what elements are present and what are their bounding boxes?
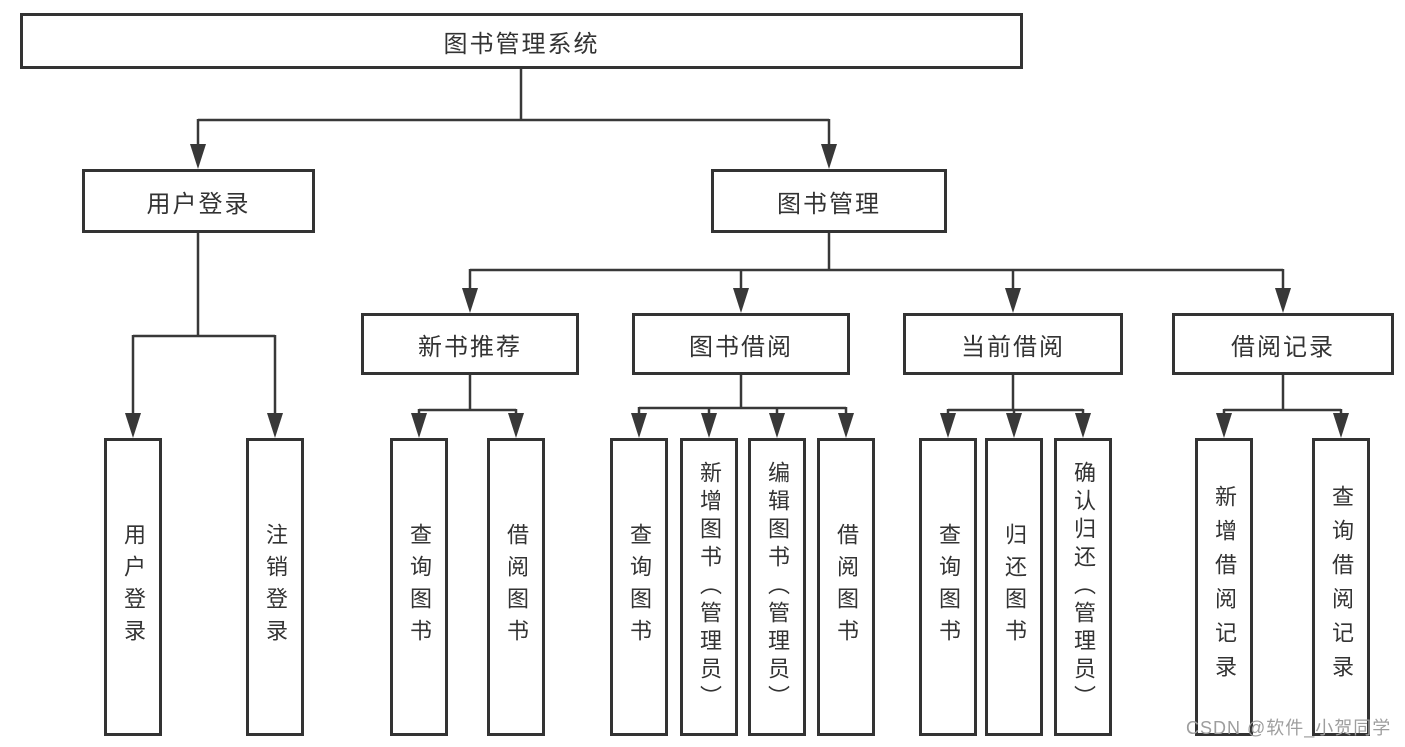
- arrowhead: [1005, 288, 1021, 313]
- arrowhead: [940, 413, 956, 438]
- leaf-borrow-books-2-label: 借阅图书: [834, 523, 859, 651]
- leaf-query-books-3-label: 查询图书: [936, 523, 961, 651]
- arrowhead: [1333, 413, 1349, 438]
- node-user-login-label: 用户登录: [146, 190, 251, 218]
- leaf-confirm-return-admin: 确认归还（管理员）: [1054, 438, 1112, 736]
- connector-book-borrowing-split: [631, 375, 854, 438]
- node-borrowing-records: 借阅记录: [1172, 313, 1394, 375]
- node-current-borrowing-label: 当前借阅: [961, 333, 1065, 361]
- leaf-borrow-books-2: 借阅图书: [817, 438, 875, 736]
- node-book-borrowing: 图书借阅: [632, 313, 850, 375]
- arrowhead: [838, 413, 854, 438]
- leaf-query-books-1: 查询图书: [390, 438, 448, 736]
- node-book-borrowing-label: 图书借阅: [689, 333, 793, 361]
- arrowhead: [701, 413, 717, 438]
- leaf-add-borrow-record: 新增借阅记录: [1195, 438, 1253, 736]
- leaf-confirm-return-admin-label: 确认归还（管理员）: [1071, 461, 1096, 713]
- arrowhead: [508, 413, 524, 438]
- connector-current-borrowing-split: [940, 375, 1091, 438]
- node-book-management: 图书管理: [711, 169, 947, 233]
- arrowhead: [821, 144, 837, 169]
- connector-user-login-split: [125, 233, 283, 438]
- arrowhead: [411, 413, 427, 438]
- arrowhead: [1275, 288, 1291, 313]
- arrowhead: [1075, 413, 1091, 438]
- arrowhead: [631, 413, 647, 438]
- leaf-add-book-admin: 新增图书（管理员）: [680, 438, 738, 736]
- leaf-return-book-label: 归还图书: [1002, 523, 1027, 651]
- leaf-query-books-2: 查询图书: [610, 438, 668, 736]
- node-borrowing-records-label: 借阅记录: [1231, 333, 1335, 361]
- arrowhead: [125, 413, 141, 438]
- node-new-book-recommend: 新书推荐: [361, 313, 579, 375]
- watermark: CSDN @软件_小贺同学: [1186, 718, 1392, 738]
- arrowhead: [190, 144, 206, 169]
- node-book-management-label: 图书管理: [777, 190, 881, 218]
- node-user-login: 用户登录: [82, 169, 315, 233]
- leaf-user-login: 用户登录: [104, 438, 162, 736]
- leaf-borrow-books-1-label: 借阅图书: [504, 523, 529, 651]
- arrowhead: [267, 413, 283, 438]
- leaf-add-book-admin-label: 新增图书（管理员）: [697, 461, 722, 713]
- leaf-borrow-books-1: 借阅图书: [487, 438, 545, 736]
- leaf-query-books-3: 查询图书: [919, 438, 977, 736]
- leaf-edit-book-admin-label: 编辑图书（管理员）: [765, 461, 790, 713]
- arrowhead: [1216, 413, 1232, 438]
- leaf-query-borrow-record-label: 查询借阅记录: [1329, 485, 1354, 689]
- connector-root-split: [190, 69, 837, 169]
- leaf-add-borrow-record-label: 新增借阅记录: [1212, 485, 1237, 689]
- leaf-edit-book-admin: 编辑图书（管理员）: [748, 438, 806, 736]
- leaf-logout-login-label: 注销登录: [263, 523, 288, 651]
- node-new-book-recommend-label: 新书推荐: [418, 333, 522, 361]
- arrowhead: [733, 288, 749, 313]
- node-current-borrowing: 当前借阅: [903, 313, 1123, 375]
- leaf-query-books-1-label: 查询图书: [407, 523, 432, 651]
- node-library-system: 图书管理系统: [20, 13, 1023, 69]
- arrowhead: [769, 413, 785, 438]
- leaf-return-book: 归还图书: [985, 438, 1043, 736]
- leaf-query-books-2-label: 查询图书: [627, 523, 652, 651]
- arrowhead: [462, 288, 478, 313]
- node-library-system-label: 图书管理系统: [443, 30, 600, 58]
- leaf-query-borrow-record: 查询借阅记录: [1312, 438, 1370, 736]
- connector-borrowing-records-split: [1216, 375, 1349, 438]
- connector-book-management-split: [462, 233, 1291, 313]
- leaf-user-login-label: 用户登录: [121, 523, 146, 651]
- leaf-logout-login: 注销登录: [246, 438, 304, 736]
- arrowhead: [1006, 413, 1022, 438]
- connector-new-book-split: [411, 375, 524, 438]
